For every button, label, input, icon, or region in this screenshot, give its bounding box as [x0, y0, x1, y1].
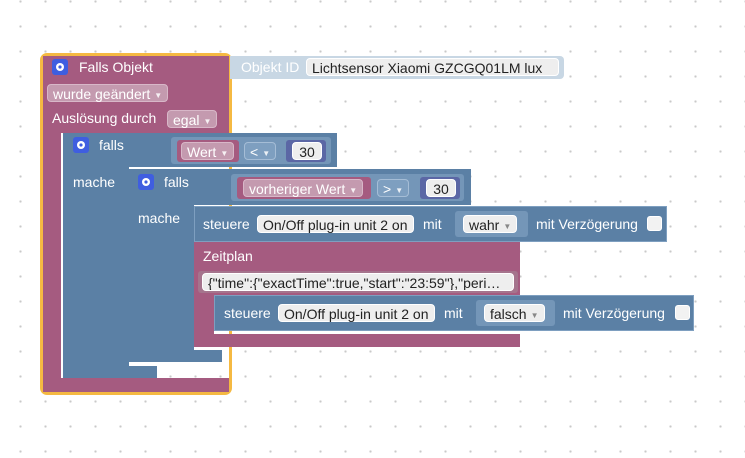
- triangle-down-icon: ▼: [154, 91, 163, 100]
- if-inner-do-label: mache: [138, 210, 181, 226]
- if-outer-do-label: mache: [73, 174, 116, 190]
- triangle-down-icon: ▼: [503, 222, 512, 231]
- operator-lt-value: <: [250, 144, 259, 160]
- triangle-down-icon: ▼: [349, 186, 358, 195]
- number-30-field[interactable]: 30: [292, 142, 322, 160]
- bool-false-dropdown[interactable]: falsch▼: [484, 304, 545, 322]
- triangle-down-icon: ▼: [220, 149, 229, 158]
- delay-checkbox-1[interactable]: [647, 216, 662, 231]
- wert-dropdown[interactable]: Wert▼: [181, 142, 235, 160]
- if-outer-spine: [63, 167, 129, 370]
- operator-gt-dropdown[interactable]: >▼: [377, 179, 410, 197]
- control-1-device-field[interactable]: On/Off plug-in unit 2 on: [257, 215, 414, 233]
- schedule-value-field[interactable]: {"time":{"exactTime":true,"start":"23:59…: [202, 273, 514, 291]
- triangle-down-icon: ▼: [395, 186, 404, 195]
- wert-value: Wert: [187, 144, 217, 160]
- bool-true-value: wahr: [469, 217, 500, 233]
- trigger-value: egal: [173, 112, 200, 128]
- object-id-field[interactable]: Lichtsensor Xiaomi GZCGQ01LM lux: [306, 58, 559, 76]
- if-outer-label: falls: [99, 137, 124, 153]
- schedule-label: Zeitplan: [203, 248, 253, 264]
- object-id-label: Objekt ID: [241, 59, 300, 75]
- triangle-down-icon: ▼: [262, 149, 271, 158]
- control-2-label: steuere: [224, 305, 271, 321]
- gear-icon[interactable]: [52, 59, 68, 75]
- triangle-down-icon: ▼: [203, 117, 212, 126]
- number-30-field[interactable]: 30: [426, 179, 456, 197]
- delay-checkbox-2[interactable]: [675, 305, 690, 320]
- change-mode-dropdown[interactable]: wurde geändert▼: [47, 84, 169, 102]
- if-outer-bottom: [63, 366, 157, 378]
- trigger-dropdown[interactable]: egal▼: [167, 110, 218, 128]
- previous-value-value: vorheriger Wert: [249, 181, 346, 197]
- event-block-bottom: [43, 378, 229, 392]
- event-title: Falls Objekt: [79, 59, 153, 75]
- event-block-spine: [43, 133, 61, 384]
- control-2-delay-label: mit Verzögerung: [563, 305, 665, 321]
- gear-icon[interactable]: [138, 174, 154, 190]
- if-inner-label: falls: [164, 174, 189, 190]
- operator-lt-dropdown[interactable]: <▼: [244, 142, 277, 160]
- schedule-bottom: [194, 334, 520, 347]
- gear-icon[interactable]: [73, 137, 89, 153]
- control-1-label: steuere: [203, 216, 250, 232]
- control-1-delay-label: mit Verzögerung: [536, 216, 638, 232]
- change-mode-value: wurde geändert: [53, 86, 151, 102]
- if-inner-bottom: [128, 350, 222, 362]
- bool-true-dropdown[interactable]: wahr▼: [463, 215, 518, 233]
- operator-gt-value: >: [383, 181, 392, 197]
- previous-value-dropdown[interactable]: vorheriger Wert▼: [243, 179, 364, 197]
- triangle-down-icon: ▼: [530, 311, 539, 320]
- schedule-spine: [194, 295, 214, 335]
- trigger-label: Auslösung durch: [52, 110, 157, 126]
- control-2-with-label: mit: [444, 305, 463, 321]
- if-inner-spine: [128, 205, 194, 357]
- control-2-device-field[interactable]: On/Off plug-in unit 2 on: [278, 304, 435, 322]
- bool-false-value: falsch: [490, 306, 527, 322]
- control-1-with-label: mit: [423, 216, 442, 232]
